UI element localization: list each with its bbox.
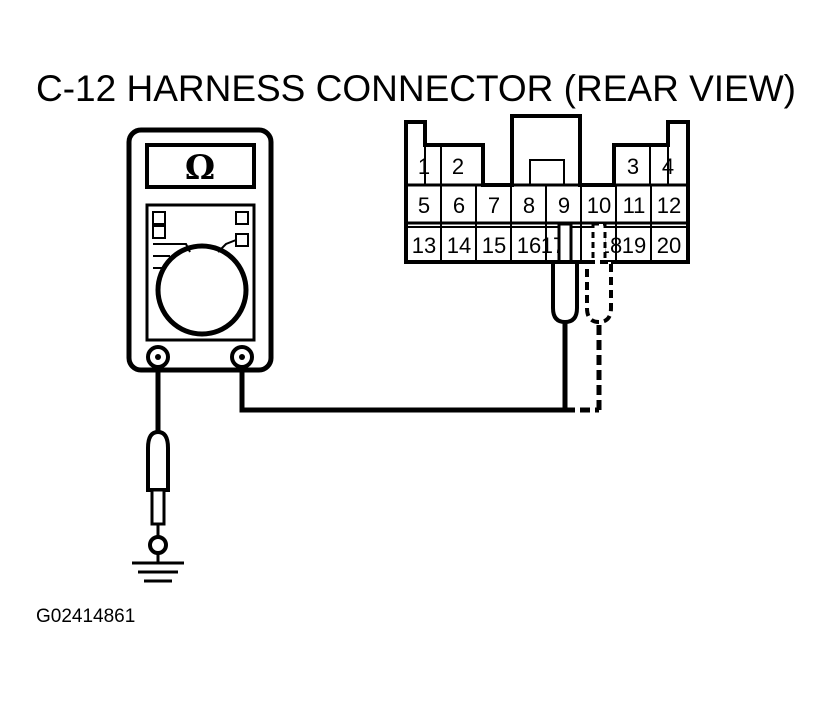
ground-symbol-icon [132,553,184,583]
pin-label: 12 [657,193,681,218]
pin-label: 4 [662,154,674,179]
pin-label: 16 [517,233,541,258]
pin-label: 3 [627,154,639,179]
pin-label: 8 [523,193,535,218]
pin-label: 20 [657,233,681,258]
pin-label: 13 [412,233,436,258]
test-lead [239,322,602,413]
ohmmeter-icon: Ω [126,127,274,373]
pin-label: 10 [587,193,611,218]
pin-label: 1 [418,154,430,179]
pin-label: 5 [418,193,430,218]
ground-lead [146,367,170,555]
harness-connector: 1 2 3 4 5 6 7 8 9 10 11 12 13 14 15 16 1… [404,114,690,264]
pin-label: 6 [453,193,465,218]
pin-label: 14 [447,233,471,258]
pin-label: 11 [623,193,646,218]
ohm-symbol: Ω [185,148,215,188]
pin-label: 19 [622,233,646,258]
pin-label: 2 [452,154,464,179]
probe-icon [551,222,613,325]
diagram-title: C-12 HARNESS CONNECTOR (REAR VIEW) [36,68,796,109]
figure-id: G02414861 [36,606,136,627]
pin-label: 9 [558,193,570,218]
pin-label: 15 [482,233,506,258]
pin-label: 7 [488,193,500,218]
